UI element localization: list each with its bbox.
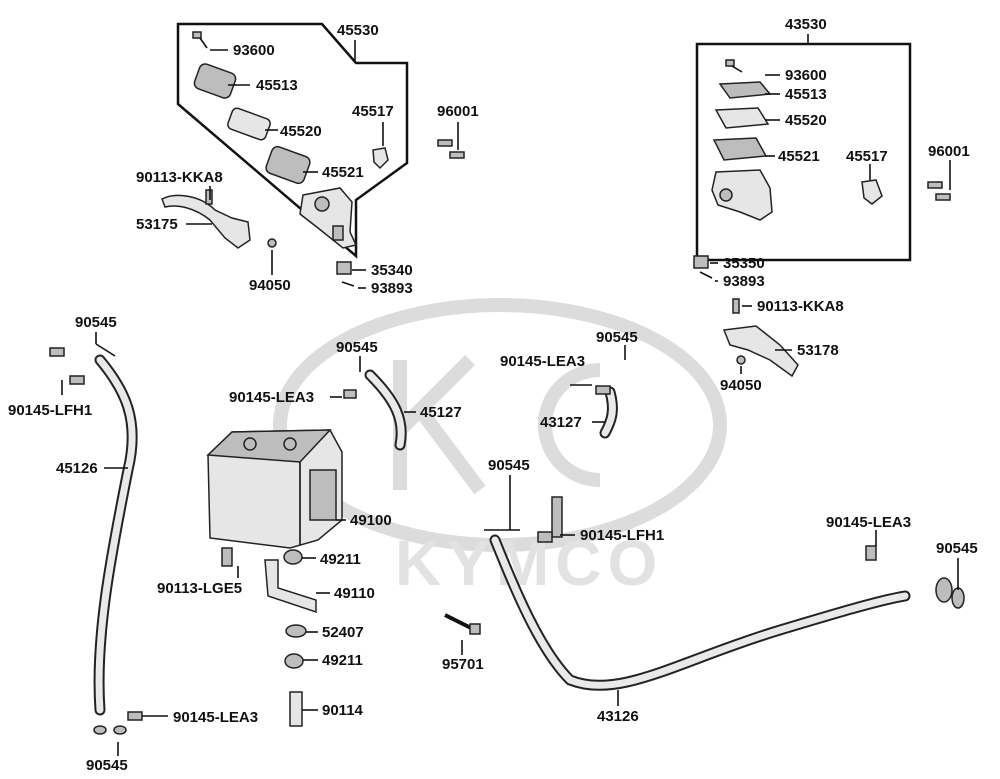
cap-45513-left	[193, 63, 237, 99]
bolt-90145-lfh1-right	[537, 496, 563, 543]
nut-94050-right	[736, 355, 746, 365]
label-35350: 35350	[723, 255, 765, 272]
bolt-90145-lea3-center	[343, 389, 357, 399]
label-93600-left: 93600	[233, 42, 275, 59]
label-90145-lfh1-left: 90145-LFH1	[8, 402, 92, 419]
label-45520-right: 45520	[785, 112, 827, 129]
label-53175: 53175	[136, 216, 178, 233]
plate-45520-left	[227, 107, 271, 141]
screw-90113-kka8-right	[732, 298, 740, 314]
label-96001-right: 96001	[928, 143, 970, 160]
kit-box-43530	[695, 42, 912, 262]
label-90145-lfh1-right: 90145-LFH1	[580, 527, 664, 544]
label-93893-right: 93893	[723, 273, 765, 290]
label-45513-right: 45513	[785, 86, 827, 103]
bolt-90145-lea3-right-lower	[865, 545, 877, 561]
washer-52407	[285, 624, 307, 638]
bolts-96001-left	[437, 139, 465, 159]
label-90545-middle: 90545	[488, 457, 530, 474]
label-90545-lower-right: 90545	[936, 540, 978, 557]
label-43126: 43126	[597, 708, 639, 725]
label-90145-lea3-center: 90145-LEA3	[229, 389, 314, 406]
bracket-45517-right	[861, 179, 883, 205]
label-96001-left: 96001	[437, 103, 479, 120]
leader-lines	[61, 34, 959, 756]
label-45517-left: 45517	[352, 103, 394, 120]
bolts-96001-right	[927, 181, 951, 201]
label-90113-lge5: 90113-LGE5	[157, 580, 242, 597]
master-cylinder-left	[299, 187, 358, 249]
label-95701: 95701	[442, 656, 484, 673]
label-45517-right: 45517	[846, 148, 888, 165]
label-90114: 90114	[322, 702, 364, 719]
label-49100: 49100	[350, 512, 392, 529]
label-53178: 53178	[797, 342, 839, 359]
collar-90114	[289, 691, 303, 727]
label-90545-upper-right: 90545	[596, 329, 638, 346]
hose-43127	[599, 386, 618, 439]
watermark-text: KYMCO	[395, 527, 663, 599]
label-35340: 35340	[371, 262, 413, 279]
hose-45127	[364, 369, 407, 451]
label-49211-bottom: 49211	[322, 652, 363, 669]
label-90545-bottom-left: 90545	[86, 757, 128, 774]
grommet-49211-bottom	[284, 653, 304, 669]
screw-93600-left	[192, 31, 208, 49]
switch-35340	[336, 261, 355, 287]
label-90545-center: 90545	[336, 339, 378, 356]
cap-45513-right	[718, 81, 772, 99]
label-93600-right: 93600	[785, 67, 827, 84]
label-93893-left: 93893	[371, 280, 413, 297]
label-90113-kka8-left: 90113-KKA8	[136, 169, 223, 186]
bolt-90145-lfh1-left	[49, 347, 85, 385]
label-43127: 43127	[540, 414, 582, 431]
hose-43126	[489, 534, 911, 691]
label-45513-left: 45513	[256, 77, 298, 94]
label-45127: 45127	[420, 404, 462, 421]
kit-box-45530	[176, 22, 409, 259]
label-90145-lea3-bottom-left: 90145-LEA3	[173, 709, 258, 726]
banjo-90545-left-bottom	[93, 711, 143, 735]
switch-35350	[693, 255, 713, 279]
diaphragm-45521-right	[712, 137, 768, 161]
label-90145-lea3-lower-right: 90145-LEA3	[826, 514, 911, 531]
label-49211-top: 49211	[320, 551, 361, 568]
bracket-45517-left	[372, 147, 389, 170]
label-43530: 43530	[785, 16, 827, 33]
label-90145-lea3-upper-right: 90145-LEA3	[500, 353, 585, 370]
label-45520-left: 45520	[280, 123, 322, 140]
label-52407: 52407	[322, 624, 364, 641]
lever-53178	[722, 325, 799, 378]
grommet-49211-top	[283, 549, 303, 565]
bolt-90145-lea3-right-upper	[595, 385, 611, 395]
label-45521-right: 45521	[778, 148, 820, 165]
label-90113-kka8-right: 90113-KKA8	[757, 298, 844, 315]
banjo-90545-front-caliper	[935, 577, 965, 609]
diaphragm-45521-left	[265, 145, 311, 185]
label-94050-right: 94050	[720, 377, 762, 394]
nut-94050-left	[267, 238, 277, 248]
bolt-95701	[444, 613, 481, 635]
abs-modulator-49100	[206, 429, 343, 549]
bolt-90113-lge5	[221, 547, 233, 567]
label-94050-left: 94050	[249, 277, 291, 294]
master-cylinder-right	[711, 169, 773, 221]
label-45530: 45530	[337, 22, 379, 39]
lever-53175	[161, 194, 251, 249]
label-45126: 45126	[56, 460, 98, 477]
screw-90113-kka8-left	[205, 189, 213, 205]
screw-93600-right	[725, 59, 743, 73]
plate-45520-right	[714, 107, 770, 129]
label-90545-upper-left: 90545	[75, 314, 117, 331]
hose-45126	[93, 354, 138, 716]
label-45521-left: 45521	[322, 164, 364, 181]
label-49110: 49110	[334, 585, 375, 602]
part-labels: 45530 93600 45513 45520 45517 45521 9600…	[8, 16, 978, 774]
bracket-49110	[264, 559, 317, 614]
